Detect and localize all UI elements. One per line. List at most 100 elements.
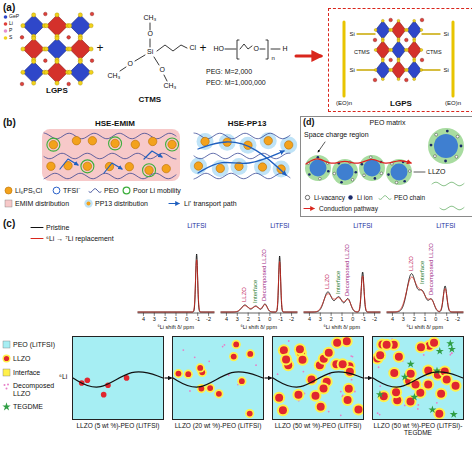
- legend-item: Li⁺ transport path: [168, 199, 237, 208]
- li-path: [144, 151, 162, 159]
- axis-title: ⁶Li shift δ/ ppm: [324, 324, 361, 330]
- peo-chain: [452, 22, 455, 96]
- interface: [246, 349, 255, 358]
- sulfur-atom: [55, 13, 59, 17]
- llzo-particle: [101, 392, 107, 398]
- tick-label: 2: [413, 316, 416, 322]
- sulfur-atom: [55, 81, 59, 85]
- bond: [120, 67, 126, 71]
- axis-title: ⁶Li shift δ/ ppm: [241, 324, 278, 330]
- tick-label: 1: [175, 316, 178, 322]
- sulfur-atom: [44, 70, 48, 74]
- peo-chain: [44, 173, 176, 179]
- sulfur-atom: [381, 19, 384, 22]
- interface: [229, 352, 238, 361]
- legend-swatch: [305, 195, 309, 199]
- legend-sample: [52, 186, 61, 195]
- tick-label: 2: [164, 316, 167, 322]
- lithium-atom: [405, 38, 409, 42]
- li-vacancy: [363, 174, 366, 177]
- panel-letter: (a): [3, 2, 15, 13]
- tick-label: 3: [402, 316, 405, 322]
- llzo-particle: [452, 382, 460, 390]
- linker-name: CTMS: [426, 49, 442, 55]
- li-vacancy: [333, 172, 336, 175]
- sulfur-atom: [32, 60, 36, 64]
- electrolyte-particle: [168, 140, 176, 148]
- tick-label: 1: [424, 316, 427, 322]
- axis-tick: [165, 313, 166, 316]
- axis-tick: [226, 313, 227, 316]
- lithium-atom: [90, 59, 94, 63]
- li-vacancy: [434, 155, 437, 158]
- decomposed-llzo: [222, 346, 224, 348]
- legend-text: PP13 distribution: [95, 200, 148, 208]
- atom-symbol: CH₃: [164, 82, 177, 90]
- callout-label: LLZO: [428, 168, 446, 176]
- peak-label: Interface: [252, 280, 259, 303]
- tegdme: [407, 360, 415, 368]
- legend-swatch: [4, 384, 6, 386]
- atom-key-label: GeP: [9, 14, 19, 20]
- legend-swatch: [31, 227, 43, 228]
- peo-chain: [194, 173, 290, 179]
- llzo-particle: [417, 343, 425, 351]
- legend-text: Poor Li mobility: [133, 187, 181, 195]
- decomposed-llzo: [417, 404, 419, 406]
- llzo-particle: [443, 375, 451, 383]
- atom-symbol: HO: [214, 45, 225, 53]
- axis-tick: [320, 313, 321, 316]
- legend-text: PEO (LiTFSI): [13, 341, 55, 349]
- ctms-molecule: [120, 23, 187, 81]
- key-dot: [4, 36, 8, 40]
- sulfur-atom: [413, 78, 416, 81]
- legend-swatch: [2, 402, 10, 410]
- interface: [428, 337, 440, 349]
- atom-key-label: P: [9, 28, 12, 34]
- decomposed-llzo: [351, 379, 353, 381]
- legend-text: Li-vacancy: [314, 194, 345, 201]
- atom-symbol: Si: [444, 31, 449, 38]
- legend-swatch: [304, 208, 314, 209]
- decomposed-llzo: [302, 371, 304, 373]
- tetrahedron: [70, 62, 91, 83]
- interface: [294, 343, 306, 355]
- tetrahedron: [391, 41, 405, 59]
- lgps-crystal: [373, 18, 424, 82]
- lithium-atom: [44, 12, 48, 16]
- tick-label: 3: [153, 316, 156, 322]
- decomposed-llzo: [449, 354, 451, 356]
- llzo-particle: [339, 360, 347, 368]
- subscript: n: [272, 55, 275, 62]
- atom-symbol: Si: [444, 67, 449, 74]
- legend-swatch: [7, 384, 9, 386]
- key-dot: [4, 15, 8, 19]
- octahedron: [391, 61, 405, 79]
- decomposed-llzo: [255, 364, 257, 366]
- tegdme: [446, 339, 454, 347]
- axis-tick: [331, 313, 332, 316]
- peak-label: Interface: [335, 270, 342, 293]
- llzo-particle: [376, 351, 384, 359]
- legend-sample: [303, 193, 312, 202]
- tick-label: 0: [434, 316, 437, 322]
- legend-sample: [84, 199, 93, 208]
- bond: [225, 49, 236, 50]
- sulfur-atom: [55, 36, 59, 40]
- atom-symbol: Cl: [190, 44, 197, 52]
- llzo-particle: [185, 371, 191, 377]
- sulfur-atom: [381, 78, 384, 81]
- legend-swatch: [89, 189, 101, 193]
- interface: [415, 341, 427, 353]
- tick-label: 3: [236, 316, 239, 322]
- bond: [150, 23, 151, 30]
- peo-chain: [432, 182, 464, 186]
- interface: [277, 404, 289, 416]
- legend-swatch: [348, 195, 352, 199]
- tegdme: [376, 390, 384, 398]
- legend-item: Li₆PS₅Cl: [4, 186, 42, 195]
- llzo-particle: [344, 396, 352, 404]
- nmr-spectrum: [221, 256, 297, 316]
- peak-label: Interface: [419, 261, 426, 284]
